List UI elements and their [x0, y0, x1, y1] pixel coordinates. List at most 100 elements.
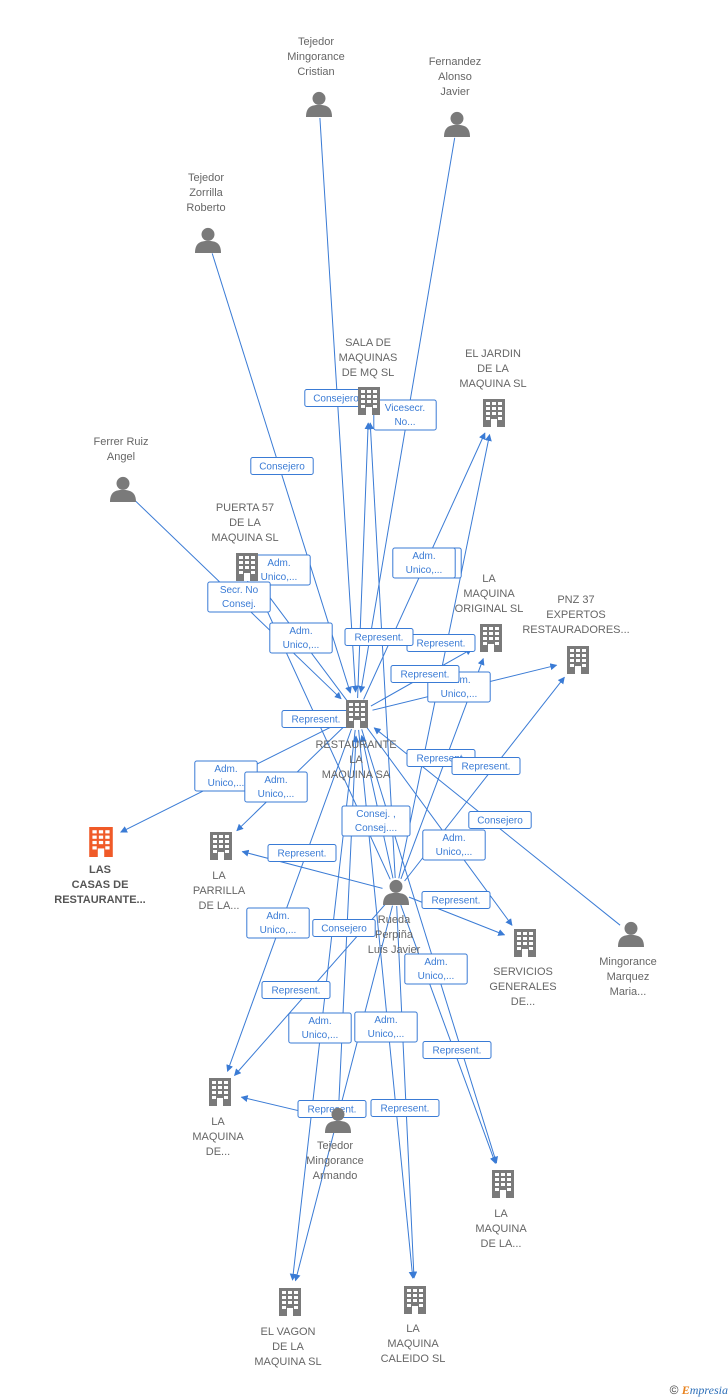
node-label: Tejedor: [317, 1140, 353, 1152]
edge-label-box: [451, 757, 521, 775]
node-label: RESTAURADORES...: [522, 624, 629, 636]
node-label: Luis Javier: [368, 944, 421, 956]
edge-label[interactable]: Represent.: [406, 634, 476, 652]
edge-label-box: [288, 1012, 352, 1044]
edge-label[interactable]: Adm.Unico,...: [269, 622, 333, 654]
node-label: GENERALES: [489, 981, 556, 993]
edge-label[interactable]: Adm.Unico,...: [404, 953, 468, 985]
node-servicios[interactable]: SERVICIOSGENERALESDE...: [489, 929, 557, 1008]
edge-label[interactable]: Represent.: [451, 757, 521, 775]
edge-label[interactable]: Represent.: [390, 665, 460, 683]
edge-label[interactable]: Consej. ,Consej....: [341, 805, 411, 837]
edge-label[interactable]: Adm.Unico,...: [247, 554, 311, 586]
edge-label[interactable]: Adm.Unico,...: [354, 1011, 418, 1043]
node-label: SALA DE: [345, 337, 391, 349]
edge-rueda-parrilla: [241, 849, 383, 889]
edge-label[interactable]: Represent.: [421, 891, 491, 909]
edge-label-text: Adm.: [442, 833, 465, 844]
edge-label[interactable]: Represent.: [297, 1100, 367, 1118]
edge-label[interactable]: Represent.: [422, 1041, 492, 1059]
edge-label[interactable]: Represent.: [267, 844, 337, 862]
edge-label[interactable]: Vicesecr.No...: [373, 399, 437, 431]
edge-label[interactable]: Consejero: [304, 389, 368, 407]
node-label: PARRILLA: [193, 885, 246, 897]
edge-label[interactable]: Represent.: [344, 628, 414, 646]
node-label: EL VAGON: [260, 1326, 315, 1338]
edge-label-text: Unico,...: [441, 689, 478, 700]
edge-label[interactable]: Adm.Unico,...: [392, 547, 456, 579]
empresia-logo[interactable]: Empresia: [681, 1383, 728, 1397]
node-label: Marquez: [607, 971, 650, 983]
node-label: MAQUINA: [192, 1131, 244, 1143]
edge-label[interactable]: Consejero: [468, 811, 532, 829]
edge-label[interactable]: Consejero: [250, 457, 314, 475]
edge-label-box: [246, 907, 310, 939]
node-maquina_de[interactable]: LAMAQUINADE...: [192, 1078, 244, 1158]
building-icon: [404, 1286, 426, 1314]
node-label: Rueda: [378, 914, 411, 926]
edge-label-text: No...: [394, 417, 415, 428]
node-label: CALEIDO SL: [381, 1353, 446, 1365]
edge-label-text: Adm.: [264, 775, 287, 786]
edge-label-box: [344, 628, 414, 646]
node-pnz37[interactable]: PNZ 37EXPERTOSRESTAURADORES...: [522, 594, 630, 674]
building-icon: [358, 387, 380, 415]
edge-label-box: [392, 547, 456, 579]
edge-label-box: [244, 771, 308, 803]
edge-label[interactable]: Adm. Unico,...: [422, 829, 486, 861]
node-label: DE LA...: [481, 1238, 522, 1250]
edge-label-text: Represent.: [433, 1046, 482, 1057]
edge-label-text: Unico,...: [436, 847, 473, 858]
edge-label[interactable]: Adm.Unico,...: [288, 1012, 352, 1044]
node-label: LA: [482, 573, 496, 585]
node-label: MAQUINA SL: [254, 1356, 321, 1368]
node-label: Mingorance: [306, 1155, 363, 1167]
node-label: Ferrer Ruiz: [93, 436, 148, 448]
edge-label[interactable]: Adm.Unico,...: [246, 907, 310, 939]
edge-label-text: Unico,...: [261, 572, 298, 583]
node-label: LA: [211, 1116, 225, 1128]
edge-label-box: [404, 953, 468, 985]
edge-label-text: Consejero: [321, 924, 367, 935]
edge-label-text: Represent.: [417, 754, 466, 765]
node-label: Javier: [440, 86, 470, 98]
edge-label[interactable]: Represent.: [281, 710, 351, 728]
node-label: LA: [494, 1208, 508, 1220]
node-label: PUERTA 57: [216, 502, 274, 514]
edge-label[interactable]: Consejero: [312, 919, 376, 937]
edge-label[interactable]: Represent.: [261, 981, 331, 999]
edge-label-box: [341, 805, 411, 837]
edge-label[interactable]: Represent.: [370, 1099, 440, 1117]
edge-label-box: [250, 457, 314, 475]
edge-label-text: Consejero: [259, 462, 305, 473]
node-label: Angel: [107, 451, 135, 463]
edge-label[interactable]: Adm.Unico,...: [244, 771, 308, 803]
edge-label-text: Unico,...: [368, 1029, 405, 1040]
edge-rueda-jardin: [398, 433, 492, 879]
edge-label-box: [207, 581, 271, 613]
node-mingorance_maria[interactable]: MingoranceMarquezMaria...: [599, 921, 657, 998]
edge-label-box: [390, 665, 460, 683]
building-icon: [210, 832, 232, 860]
node-label: Maria...: [610, 986, 647, 998]
edge-label-text: Represent.: [462, 762, 511, 773]
building-icon: [480, 624, 502, 652]
